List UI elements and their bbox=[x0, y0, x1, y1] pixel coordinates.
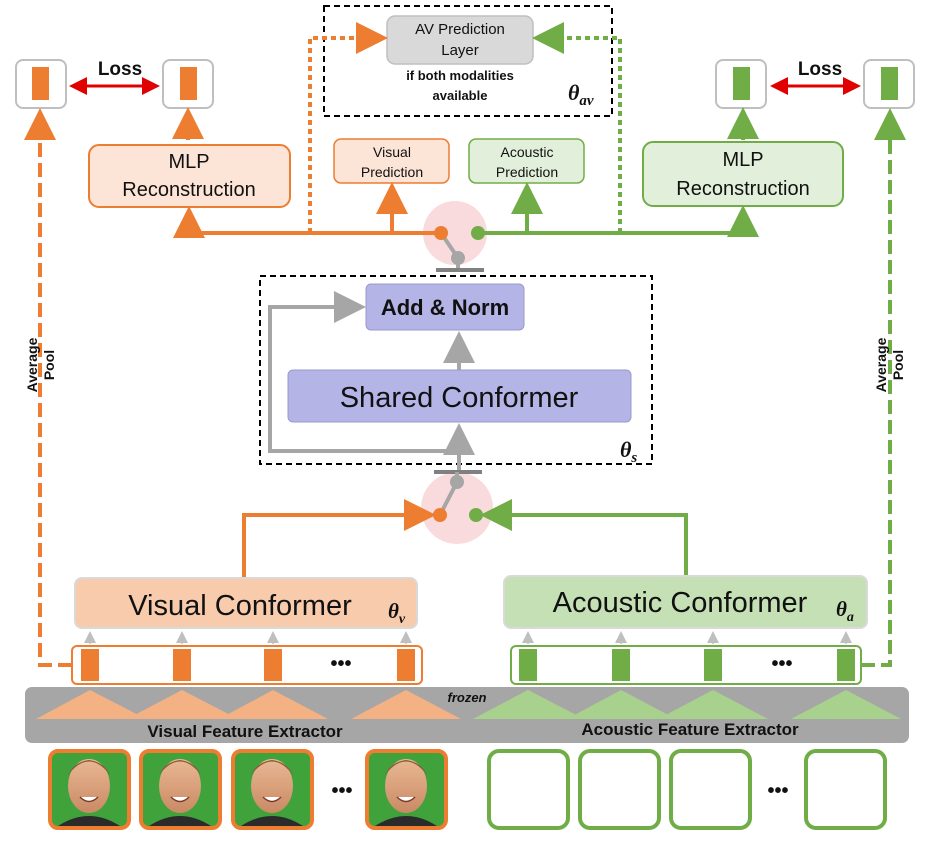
waveform-frame-3 bbox=[669, 749, 752, 830]
visual-to-switch-arrow bbox=[242, 499, 436, 578]
acoustic-conformer-box[interactable] bbox=[503, 575, 868, 629]
left-average-pool-label-1: Average bbox=[24, 337, 40, 392]
bottom-switch-orange-node bbox=[433, 508, 447, 522]
mlp-right-line2: Reconstruction bbox=[676, 178, 809, 200]
visual-prediction-line1: Visual bbox=[373, 144, 411, 160]
shared-conformer-label: Shared Conformer bbox=[340, 382, 579, 414]
face-ellipsis: ••• bbox=[331, 780, 352, 802]
acoustic-feature-extractor-label: Acoustic Feature Extractor bbox=[581, 720, 799, 739]
acoustic-extractor-triangles bbox=[473, 690, 901, 719]
left-loss-label: Loss bbox=[98, 59, 142, 80]
left-average-pool-path bbox=[24, 108, 72, 667]
frozen-label: frozen bbox=[448, 690, 487, 705]
acoustic-prediction-line1: Acoustic bbox=[501, 144, 554, 160]
face-frame-4 bbox=[365, 749, 448, 830]
top-orange-dotted-to-av bbox=[308, 22, 388, 233]
visual-feature-token-2 bbox=[173, 649, 191, 681]
right-average-pool-label-1: Average bbox=[873, 337, 889, 392]
right-loss-label: Loss bbox=[798, 59, 842, 80]
theta-a-label: θa bbox=[836, 597, 854, 625]
add-norm-box[interactable] bbox=[365, 283, 525, 331]
visual-feature-up-arrows bbox=[84, 631, 412, 644]
visual-feature-ellipsis: ••• bbox=[330, 653, 351, 675]
acoustic-feature-ellipsis: ••• bbox=[771, 653, 792, 675]
left-average-pool-label-2: Pool bbox=[41, 350, 57, 380]
mlp-right-line1: MLP bbox=[722, 149, 763, 171]
top-switch-orange-node bbox=[434, 226, 448, 240]
av-prediction-title-1: AV Prediction bbox=[415, 21, 505, 38]
acoustic-conformer-label: Acoustic Conformer bbox=[553, 587, 808, 619]
acoustic-to-switch-arrow bbox=[480, 499, 688, 576]
acoustic-feature-token-4 bbox=[837, 649, 855, 681]
left-loss-feature-b bbox=[180, 67, 197, 100]
acoustic-feature-token-3 bbox=[704, 649, 722, 681]
add-norm-label: Add & Norm bbox=[381, 295, 509, 320]
frozen-feature-extractor-bar bbox=[25, 687, 909, 743]
face-frame-3 bbox=[231, 749, 314, 830]
waveform-frame-4 bbox=[804, 749, 887, 830]
waveform-frame-1 bbox=[487, 749, 570, 830]
theta-s-label: θs bbox=[620, 437, 637, 466]
visual-feature-token-4 bbox=[397, 649, 415, 681]
acoustic-feature-token-2 bbox=[612, 649, 630, 681]
top-green-bus bbox=[478, 205, 759, 237]
mlp-left-line1: MLP bbox=[168, 151, 209, 173]
right-average-pool-label-2: Pool bbox=[890, 350, 906, 380]
residual-connection bbox=[268, 291, 459, 453]
right-loss-feature-a bbox=[733, 67, 750, 100]
theta-av-label: θav bbox=[568, 80, 594, 109]
right-loss-feature-b bbox=[881, 67, 898, 100]
waveform-frame-2 bbox=[578, 749, 661, 830]
visual-conformer-label: Visual Conformer bbox=[128, 590, 352, 622]
face-frame-2 bbox=[139, 749, 222, 830]
theta-s-dashed-box bbox=[259, 275, 653, 465]
bottom-switch-green-node bbox=[469, 508, 483, 522]
top-green-dotted-to-av bbox=[532, 22, 622, 233]
av-prediction-title-2: Layer bbox=[441, 42, 479, 59]
acoustic-feature-up-arrows bbox=[522, 631, 852, 644]
bottom-switch-halo bbox=[421, 472, 493, 544]
mlp-left-line2: Reconstruction bbox=[122, 179, 255, 201]
av-prediction-note-2: available bbox=[433, 88, 488, 103]
visual-feature-extractor-label: Visual Feature Extractor bbox=[147, 722, 343, 741]
visual-feature-token-1 bbox=[81, 649, 99, 681]
acoustic-prediction-line2: Prediction bbox=[496, 164, 558, 180]
av-prediction-note-1: if both modalities bbox=[406, 68, 514, 83]
top-orange-bus bbox=[173, 206, 441, 238]
bottom-switch-gray-node bbox=[450, 475, 464, 489]
top-switch-halo bbox=[423, 201, 487, 265]
waveform-ellipsis: ••• bbox=[767, 780, 788, 802]
visual-feature-sequence bbox=[71, 645, 423, 685]
visual-extractor-triangles bbox=[36, 690, 461, 719]
acoustic-feature-sequence bbox=[510, 645, 862, 685]
right-average-pool-path bbox=[861, 108, 906, 667]
theta-v-label: θv bbox=[388, 599, 406, 627]
visual-conformer-box[interactable] bbox=[74, 577, 418, 629]
visual-feature-token-3 bbox=[264, 649, 282, 681]
theta-av-dashed-box bbox=[323, 5, 613, 117]
left-loss-feature-a bbox=[32, 67, 49, 100]
face-frame-1 bbox=[48, 749, 131, 830]
top-switch-green-node bbox=[471, 226, 485, 240]
visual-prediction-line2: Prediction bbox=[361, 164, 423, 180]
acoustic-feature-token-1 bbox=[519, 649, 537, 681]
top-switch-gray-node bbox=[451, 251, 465, 265]
